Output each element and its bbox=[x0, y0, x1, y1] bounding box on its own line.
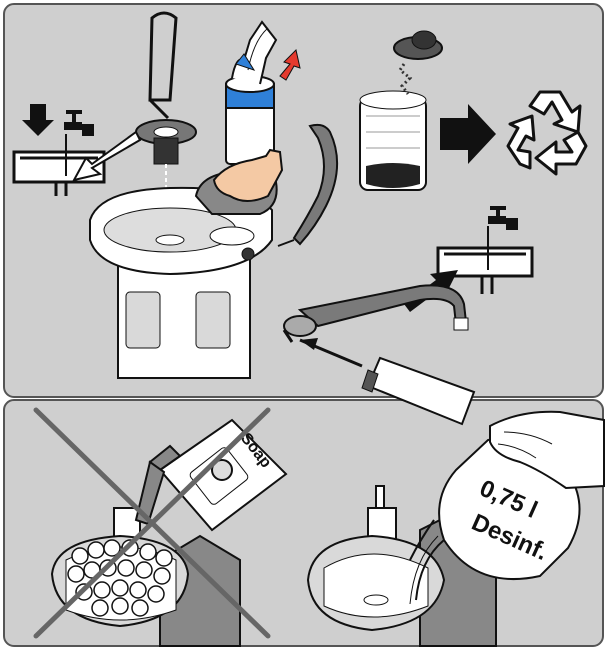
dispose-arrow bbox=[440, 104, 496, 164]
disinfection-wipes-tub bbox=[225, 20, 278, 165]
grease-tube bbox=[299, 338, 476, 426]
arrow-to-drain bbox=[72, 130, 142, 182]
pull-up-arrow bbox=[279, 49, 301, 81]
wiping-hand bbox=[194, 148, 284, 215]
top-panel bbox=[3, 3, 604, 398]
filter-container bbox=[359, 30, 443, 191]
rinse-tube bbox=[277, 123, 339, 247]
recycle-icon bbox=[506, 90, 588, 176]
pouring-hand bbox=[489, 410, 605, 490]
faucet-icon bbox=[64, 110, 94, 176]
prohibited-cross-icon bbox=[33, 407, 271, 639]
faucet-icon-2 bbox=[487, 206, 518, 270]
rinse-sink-icon bbox=[436, 246, 534, 294]
strainer-clip bbox=[148, 11, 178, 120]
spout-part bbox=[282, 284, 469, 343]
basin-unit bbox=[89, 186, 273, 379]
